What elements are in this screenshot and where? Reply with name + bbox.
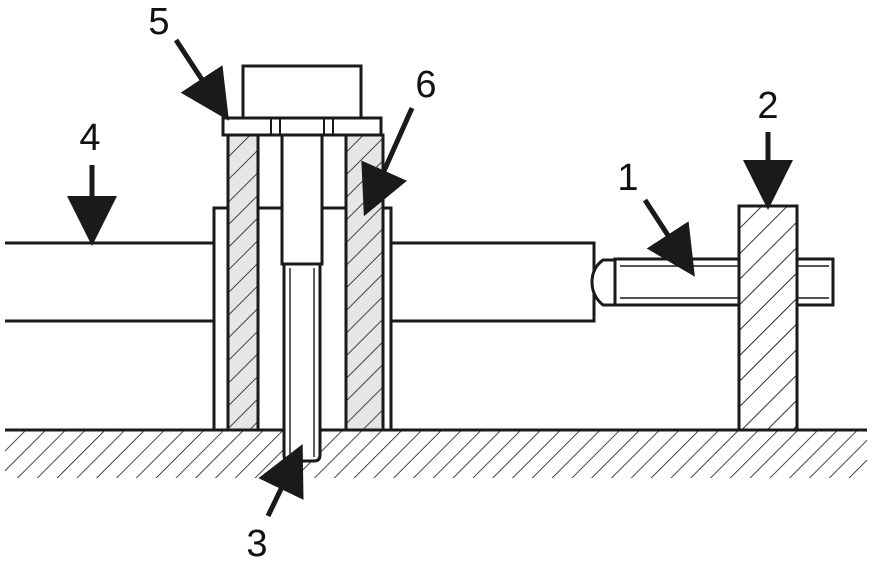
bolt-head — [241, 64, 363, 120]
label-6: 6 — [415, 64, 436, 106]
ground-hatch — [5, 430, 867, 478]
label-5: 5 — [148, 1, 169, 43]
ground-base — [5, 428, 867, 478]
part-labels: 5 6 4 2 1 3 — [79, 1, 778, 563]
arrow-5 — [173, 38, 229, 121]
part-4-bar — [5, 241, 596, 323]
label-2: 2 — [757, 85, 778, 127]
sleeve-wall-right — [344, 133, 385, 432]
arrow-3 — [258, 443, 304, 518]
label-4: 4 — [79, 117, 100, 159]
pin-rounded-tip — [590, 258, 617, 307]
bar-right-segment — [389, 241, 596, 323]
leader-arrows — [67, 38, 793, 518]
sleeve-wall-left — [226, 133, 260, 432]
part-2-block — [737, 204, 799, 432]
washer-body — [221, 116, 383, 137]
label-1: 1 — [617, 157, 638, 199]
arrow-1 — [642, 198, 695, 277]
label-3: 3 — [246, 523, 267, 563]
bolt-shank-upper — [280, 116, 324, 266]
part-5-washer — [221, 116, 383, 137]
part-3-bolt — [280, 116, 324, 463]
arrow-6 — [361, 106, 415, 217]
